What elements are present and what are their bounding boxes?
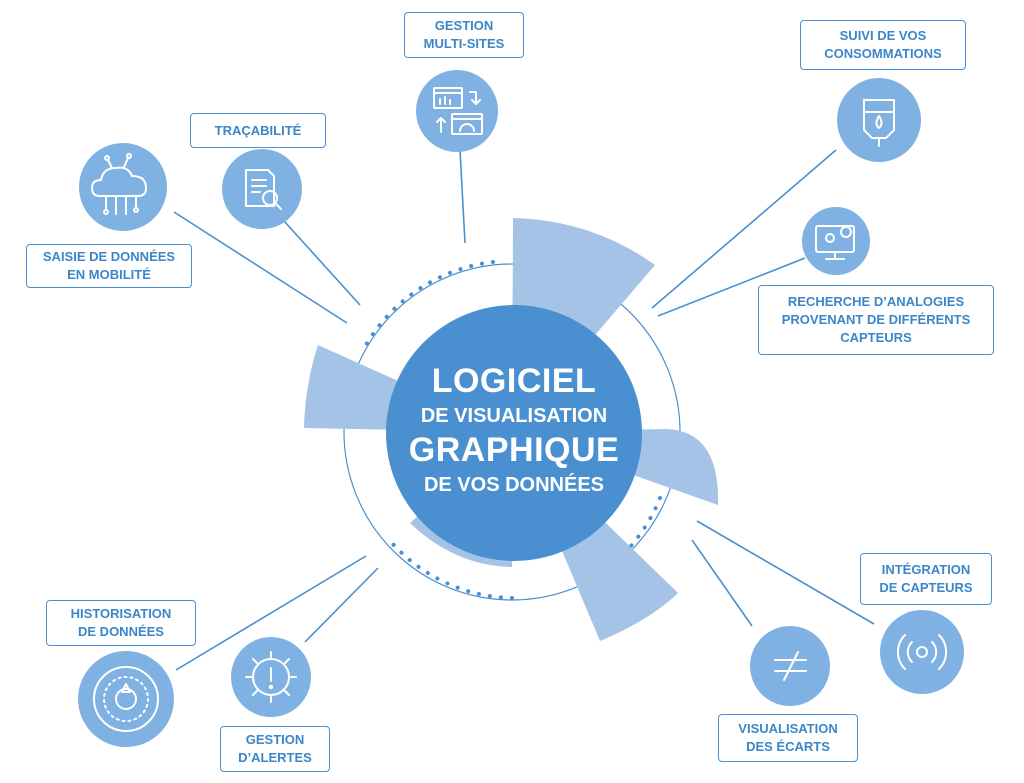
connector-multisites xyxy=(459,149,466,244)
center-line-1: LOGICIEL xyxy=(431,362,597,401)
label-saisie: SAISIE DE DONNÉES EN MOBILITÉ xyxy=(26,244,192,288)
dotted-arc-right xyxy=(628,496,662,549)
cloud-circuit-icon xyxy=(91,153,147,215)
not-equal-icon xyxy=(774,651,807,681)
signal-sensor-icon xyxy=(896,634,948,670)
label-alertes: GESTION D’ALERTES xyxy=(220,726,330,772)
label-integration: INTÉGRATION DE CAPTEURS xyxy=(860,553,992,605)
dotted-arc-bottom xyxy=(390,541,514,600)
label-multisites: GESTION MULTI-SITES xyxy=(404,12,524,58)
label-analogies-line-3: CAPTEURS xyxy=(840,330,912,345)
label-multisites-line-1: GESTION xyxy=(434,18,494,33)
dial-icon xyxy=(93,666,159,732)
circle-integration xyxy=(880,610,964,694)
center-circle xyxy=(386,305,642,561)
circle-historisation xyxy=(78,651,174,747)
label-tracabilite-line-1: TRAÇABILITÉ xyxy=(214,122,302,138)
connector-alertes xyxy=(304,567,379,643)
circle-saisie xyxy=(79,143,167,231)
label-alertes-line-1: GESTION xyxy=(245,732,305,747)
label-saisie-line-1: SAISIE DE DONNÉES xyxy=(42,249,176,264)
label-consommations-line-2: CONSOMMATIONS xyxy=(824,46,942,61)
center-line-2: DE VISUALISATION xyxy=(420,405,608,427)
label-ecarts-line-2: DES ÉCARTS xyxy=(746,739,830,754)
dashboard-sync-icon xyxy=(433,87,483,135)
circle-multisites xyxy=(416,70,498,152)
connector-integration xyxy=(696,520,875,625)
water-tank-icon xyxy=(863,99,895,147)
gear-alert-icon xyxy=(245,651,297,703)
circle-analogies xyxy=(802,207,870,275)
label-historisation-line-1: HISTORISATION xyxy=(70,606,172,621)
connector-historisation xyxy=(175,555,367,671)
label-alertes-line-2: D’ALERTES xyxy=(238,750,312,765)
label-analogies-line-1: RECHERCHE D’ANALOGIES xyxy=(787,294,965,309)
dotted-arc-top xyxy=(364,260,495,347)
label-analogies: RECHERCHE D’ANALOGIES PROVENANT DE DIFFÉ… xyxy=(758,285,994,355)
circle-tracabilite xyxy=(222,149,302,229)
label-integration-line-2: DE CAPTEURS xyxy=(879,580,973,595)
connector-tracabilite xyxy=(283,220,361,306)
center-line-4: DE VOS DONNÉES xyxy=(423,473,605,496)
label-analogies-line-2: PROVENANT DE DIFFÉRENTS xyxy=(781,312,971,327)
document-search-icon xyxy=(245,169,282,210)
label-historisation-line-2: DE DONNÉES xyxy=(78,624,164,639)
label-integration-line-1: INTÉGRATION xyxy=(881,562,971,577)
connectors xyxy=(173,149,875,671)
label-saisie-line-2: EN MOBILITÉ xyxy=(67,267,151,282)
monitor-gears-icon xyxy=(815,225,855,260)
connector-saisie xyxy=(173,211,348,324)
connector-ecarts xyxy=(691,539,753,627)
icon-circles xyxy=(78,70,964,747)
center-line-3: GRAPHIQUE xyxy=(408,431,620,469)
label-consommations: SUIVI DE VOS CONSOMMATIONS xyxy=(800,20,966,70)
connector-analogies xyxy=(657,257,806,317)
center-title: LOGICIEL DE VISUALISATION GRAPHIQUE DE V… xyxy=(386,305,642,561)
label-consommations-line-1: SUIVI DE VOS xyxy=(839,28,927,43)
label-multisites-line-2: MULTI-SITES xyxy=(423,36,505,51)
label-historisation: HISTORISATION DE DONNÉES xyxy=(46,600,196,646)
label-ecarts: VISUALISATION DES ÉCARTS xyxy=(718,714,858,762)
circle-consommations xyxy=(837,78,921,162)
connector-consommations xyxy=(651,149,837,309)
label-tracabilite: TRAÇABILITÉ xyxy=(190,113,326,148)
dotted-arcs xyxy=(364,260,662,600)
label-ecarts-line-1: VISUALISATION xyxy=(738,721,838,736)
